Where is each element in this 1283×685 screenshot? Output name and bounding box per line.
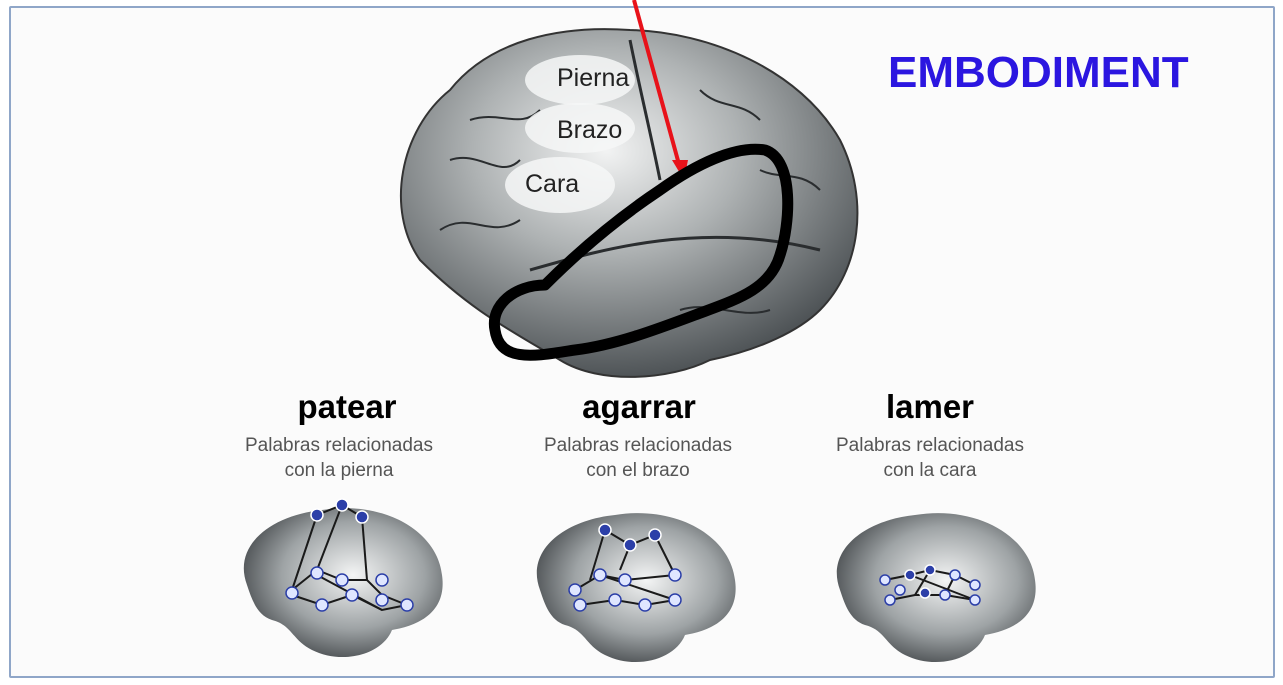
- label-brazo: Brazo: [557, 116, 622, 145]
- caption-line: Palabras relacionadas: [209, 433, 469, 458]
- small-brain-arm: [525, 500, 745, 670]
- caption-line: Palabras relacionadas: [800, 433, 1060, 458]
- panel-word-lamer: lamer: [800, 388, 1060, 426]
- small-brain-leg: [232, 495, 452, 665]
- caption-line: con la cara: [800, 458, 1060, 483]
- label-pierna: Pierna: [557, 64, 629, 93]
- page-title: EMBODIMENT: [888, 48, 1189, 98]
- panel-caption-1: Palabras relacionadas con la pierna: [209, 433, 469, 483]
- panel-caption-2: Palabras relacionadas con el brazo: [508, 433, 768, 483]
- caption-line: Palabras relacionadas: [508, 433, 768, 458]
- caption-line: con la pierna: [209, 458, 469, 483]
- panel-word-patear: patear: [217, 388, 477, 426]
- label-cara: Cara: [525, 170, 579, 199]
- small-brain-face: [825, 500, 1045, 670]
- caption-line: con el brazo: [508, 458, 768, 483]
- panel-caption-3: Palabras relacionadas con la cara: [800, 433, 1060, 483]
- panel-word-agarrar: agarrar: [509, 388, 769, 426]
